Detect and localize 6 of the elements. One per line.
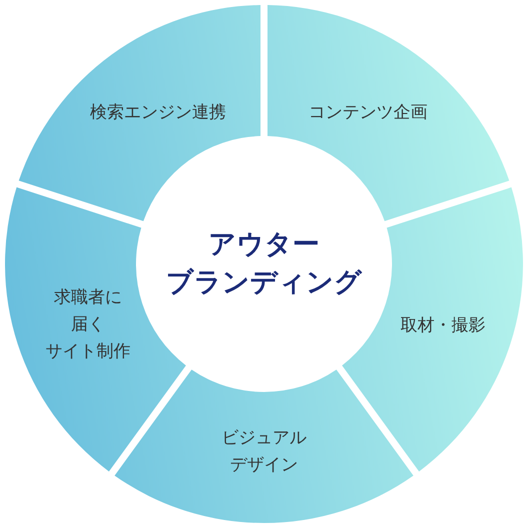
segment-label: 求職者に届くサイト制作 (46, 286, 130, 364)
center-title: アウターブランディング (166, 228, 362, 300)
segment-label: ビジュアルデザイン (222, 427, 306, 477)
segment-label: コンテンツ企画 (308, 102, 428, 124)
segment-label: 検索エンジン連携 (90, 102, 226, 124)
segment-label: 取材・撮影 (400, 314, 486, 338)
